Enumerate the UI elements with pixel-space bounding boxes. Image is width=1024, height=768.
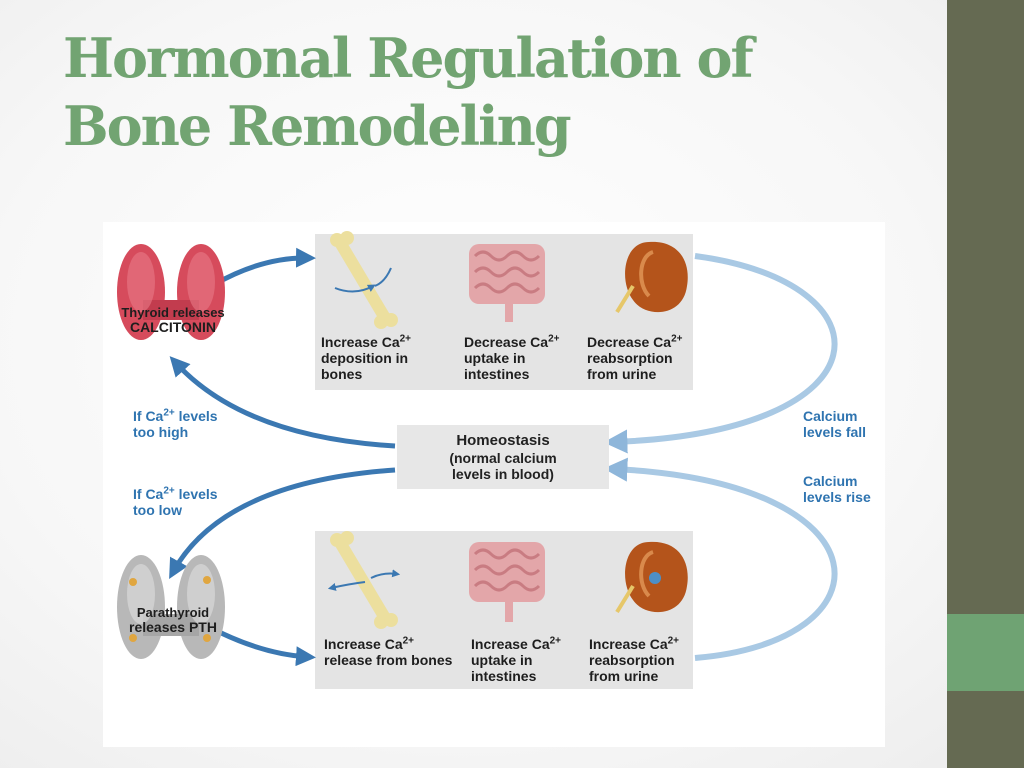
too-high-label-b: levels — [174, 408, 218, 424]
bottom-effect-bones: Increase Ca2+ release from bones — [324, 636, 452, 668]
bottom-effect-urine-sup: 2+ — [667, 635, 680, 647]
arrow-levels-rise — [603, 457, 838, 661]
bottom-effect-urine-l2: reabsorption — [589, 652, 675, 668]
bottom-effect-bones-sup: 2+ — [402, 635, 415, 647]
top-effect-urine-l2: reabsorption — [587, 350, 673, 366]
arrow-thyroid-to-top-panel — [213, 247, 316, 287]
top-effect-intestines-l1: Decrease Ca — [464, 334, 549, 350]
bone-remodeling-diagram: Thyroid releases CALCITONIN Parathyroid … — [103, 222, 885, 747]
title-line-2: Bone Remodeling — [63, 94, 572, 158]
bottom-effect-urine: Increase Ca2+ reabsorption from urine — [589, 636, 679, 684]
top-effect-urine-l1: Decrease Ca — [587, 334, 672, 350]
homeostasis-box: Homeostasis (normal calcium levels in bl… — [397, 425, 609, 489]
too-high-sup: 2+ — [163, 407, 175, 419]
top-effect-intestines-l3: intestines — [464, 366, 530, 382]
top-effect-urine-sup: 2+ — [671, 333, 683, 345]
levels-fall-line-1: Calcium — [803, 408, 858, 424]
too-high-label: If Ca2+ levels too high — [133, 408, 218, 440]
bone-icon-top — [330, 231, 398, 329]
top-effect-bones-l2: deposition in — [321, 350, 409, 366]
arrow-homeostasis-to-thyroid — [169, 356, 396, 449]
parathyroid-label: Parathyroid releases PTH — [103, 606, 243, 635]
bottom-effect-urine-l1: Increase Ca — [589, 636, 668, 652]
top-effect-bones-sup: 2+ — [399, 333, 412, 345]
intestine-icon-bottom — [469, 542, 545, 622]
top-effect-bones-l3: bones — [321, 366, 363, 382]
levels-rise-line-1: Calcium — [803, 473, 858, 489]
levels-rise-line-2: levels rise — [803, 489, 871, 505]
top-effect-intestines: Decrease Ca2+ uptake in intestines — [464, 334, 559, 382]
top-effect-bones: Increase Ca2+ deposition in bones — [321, 334, 411, 382]
too-low-sup: 2+ — [163, 485, 175, 497]
parathyroid-gland-icon — [117, 555, 225, 659]
slide-title: Hormonal Regulation of Bone Remodeling — [63, 24, 923, 160]
too-high-label-line-2: too high — [133, 424, 189, 440]
thyroid-label-line-1: Thyroid releases — [121, 305, 225, 320]
thyroid-label-line-2: CALCITONIN — [129, 319, 217, 335]
top-effect-bones-l1: Increase Ca — [321, 334, 400, 350]
kidney-icon-bottom — [615, 541, 688, 614]
bottom-effect-bones-l1: Increase Ca — [324, 636, 403, 652]
diagram-artwork — [117, 231, 838, 667]
parathyroid-label-line-1: Parathyroid — [136, 605, 210, 620]
title-line-1: Hormonal Regulation of — [63, 26, 754, 90]
intestine-icon-top — [469, 244, 545, 322]
bottom-effect-intestines-l3: intestines — [471, 668, 537, 684]
bottom-effect-bones-l2: release from bones — [324, 652, 453, 668]
arrow-parathyroid-to-bottom-panel — [213, 627, 316, 667]
too-high-label-a: If Ca — [133, 408, 164, 424]
bottom-effect-intestines: Increase Ca2+ uptake in intestines — [471, 636, 561, 684]
levels-rise-label: Calcium levels rise — [803, 473, 871, 505]
homeostasis-title: Homeostasis — [456, 432, 550, 449]
too-low-label-a: If Ca — [133, 486, 164, 502]
arrow-homeostasis-to-parathyroid — [169, 467, 396, 579]
levels-fall-label: Calcium levels fall — [803, 408, 866, 440]
sidebar-accent-block — [947, 614, 1024, 691]
thyroid-label: Thyroid releases CALCITONIN — [103, 306, 243, 335]
kidney-icon-top — [615, 241, 688, 314]
top-effect-intestines-sup: 2+ — [548, 333, 560, 345]
too-low-label-line-2: too low — [133, 502, 182, 518]
bottom-effect-intestines-l2: uptake in — [471, 652, 533, 668]
homeostasis-line-2: (normal calcium — [449, 450, 557, 466]
bottom-effect-urine-l3: from urine — [589, 668, 659, 684]
too-low-label: If Ca2+ levels too low — [133, 486, 218, 518]
top-effect-urine-l3: from urine — [587, 366, 657, 382]
too-low-label-b: levels — [174, 486, 218, 502]
levels-fall-line-2: levels fall — [803, 424, 867, 440]
homeostasis-line-3: levels in blood) — [452, 466, 554, 482]
parathyroid-label-line-2: releases PTH — [129, 619, 217, 635]
bone-icon-bottom — [327, 531, 401, 629]
top-effect-intestines-l2: uptake in — [464, 350, 526, 366]
top-effect-urine: Decrease Ca2+ reabsorption from urine — [587, 334, 682, 382]
thyroid-gland-icon — [117, 244, 225, 340]
bottom-effect-intestines-l1: Increase Ca — [471, 636, 550, 652]
bottom-effect-intestines-sup: 2+ — [549, 635, 562, 647]
arrow-levels-fall — [603, 253, 838, 454]
